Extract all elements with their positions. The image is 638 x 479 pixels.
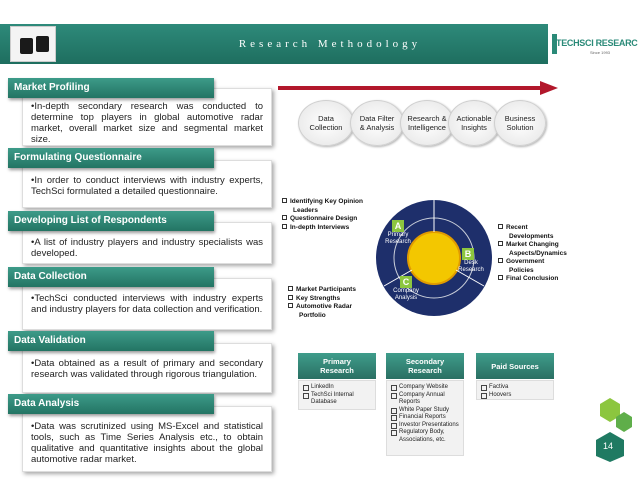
section-title: Formulating Questionnaire — [8, 148, 214, 168]
marker-c: C — [400, 276, 412, 288]
methodology-steps: •In-depth secondary research was conduct… — [8, 78, 276, 476]
section-body: •A list of industry players and industry… — [22, 222, 272, 264]
section-title: Data Validation — [8, 331, 214, 351]
desk-research-points: Recent Developments Market Changing Aspe… — [498, 224, 598, 284]
section-body: •In order to conduct interviews with ind… — [22, 160, 272, 208]
process-step-data-filter: Data Filter& Analysis — [350, 100, 404, 146]
section-title: Developing List of Respondents — [8, 211, 214, 231]
marker-a: A — [392, 220, 404, 232]
company-analysis-points: Market Participants Key Strengths Automo… — [288, 286, 378, 320]
decorative-hexagons — [596, 398, 632, 462]
page-number: 14 — [602, 441, 613, 451]
secondary-research-list: Company Website Company Annual Reports W… — [386, 380, 464, 456]
section-title: Data Collection — [8, 267, 214, 287]
section-body: •Data was scrutinized using MS-Excel and… — [22, 406, 272, 472]
logo-tagline: Since 1993 — [590, 50, 611, 55]
logo-text: TECHSCI RESEARCH — [556, 38, 638, 48]
primary-research-list: LinkedIn TechSci Internal Database — [298, 380, 376, 410]
process-arrow — [278, 81, 558, 95]
header-bar — [0, 24, 548, 64]
radar-sensor-image — [20, 38, 33, 54]
section-title: Market Profiling — [8, 78, 214, 98]
techsci-logo: TECHSCI RESEARCH Since 1993 — [552, 32, 638, 60]
logo-mark — [552, 34, 557, 54]
marker-b: B — [462, 248, 474, 260]
section-body: •Data obtained as a result of primary an… — [22, 343, 272, 393]
primary-research-points: Identifying Key Opinion Leaders Question… — [282, 198, 382, 232]
section-title: Data Analysis — [8, 394, 214, 414]
radar-sensor-image — [36, 36, 49, 52]
paid-sources-header: Paid Sources — [476, 353, 554, 379]
header-product-image — [10, 26, 56, 62]
process-step-research-intelligence: Research &Intelligence — [400, 100, 454, 146]
page-title: Research Methodology — [238, 38, 422, 50]
paid-sources-list: Factiva Hoovers — [476, 380, 554, 400]
